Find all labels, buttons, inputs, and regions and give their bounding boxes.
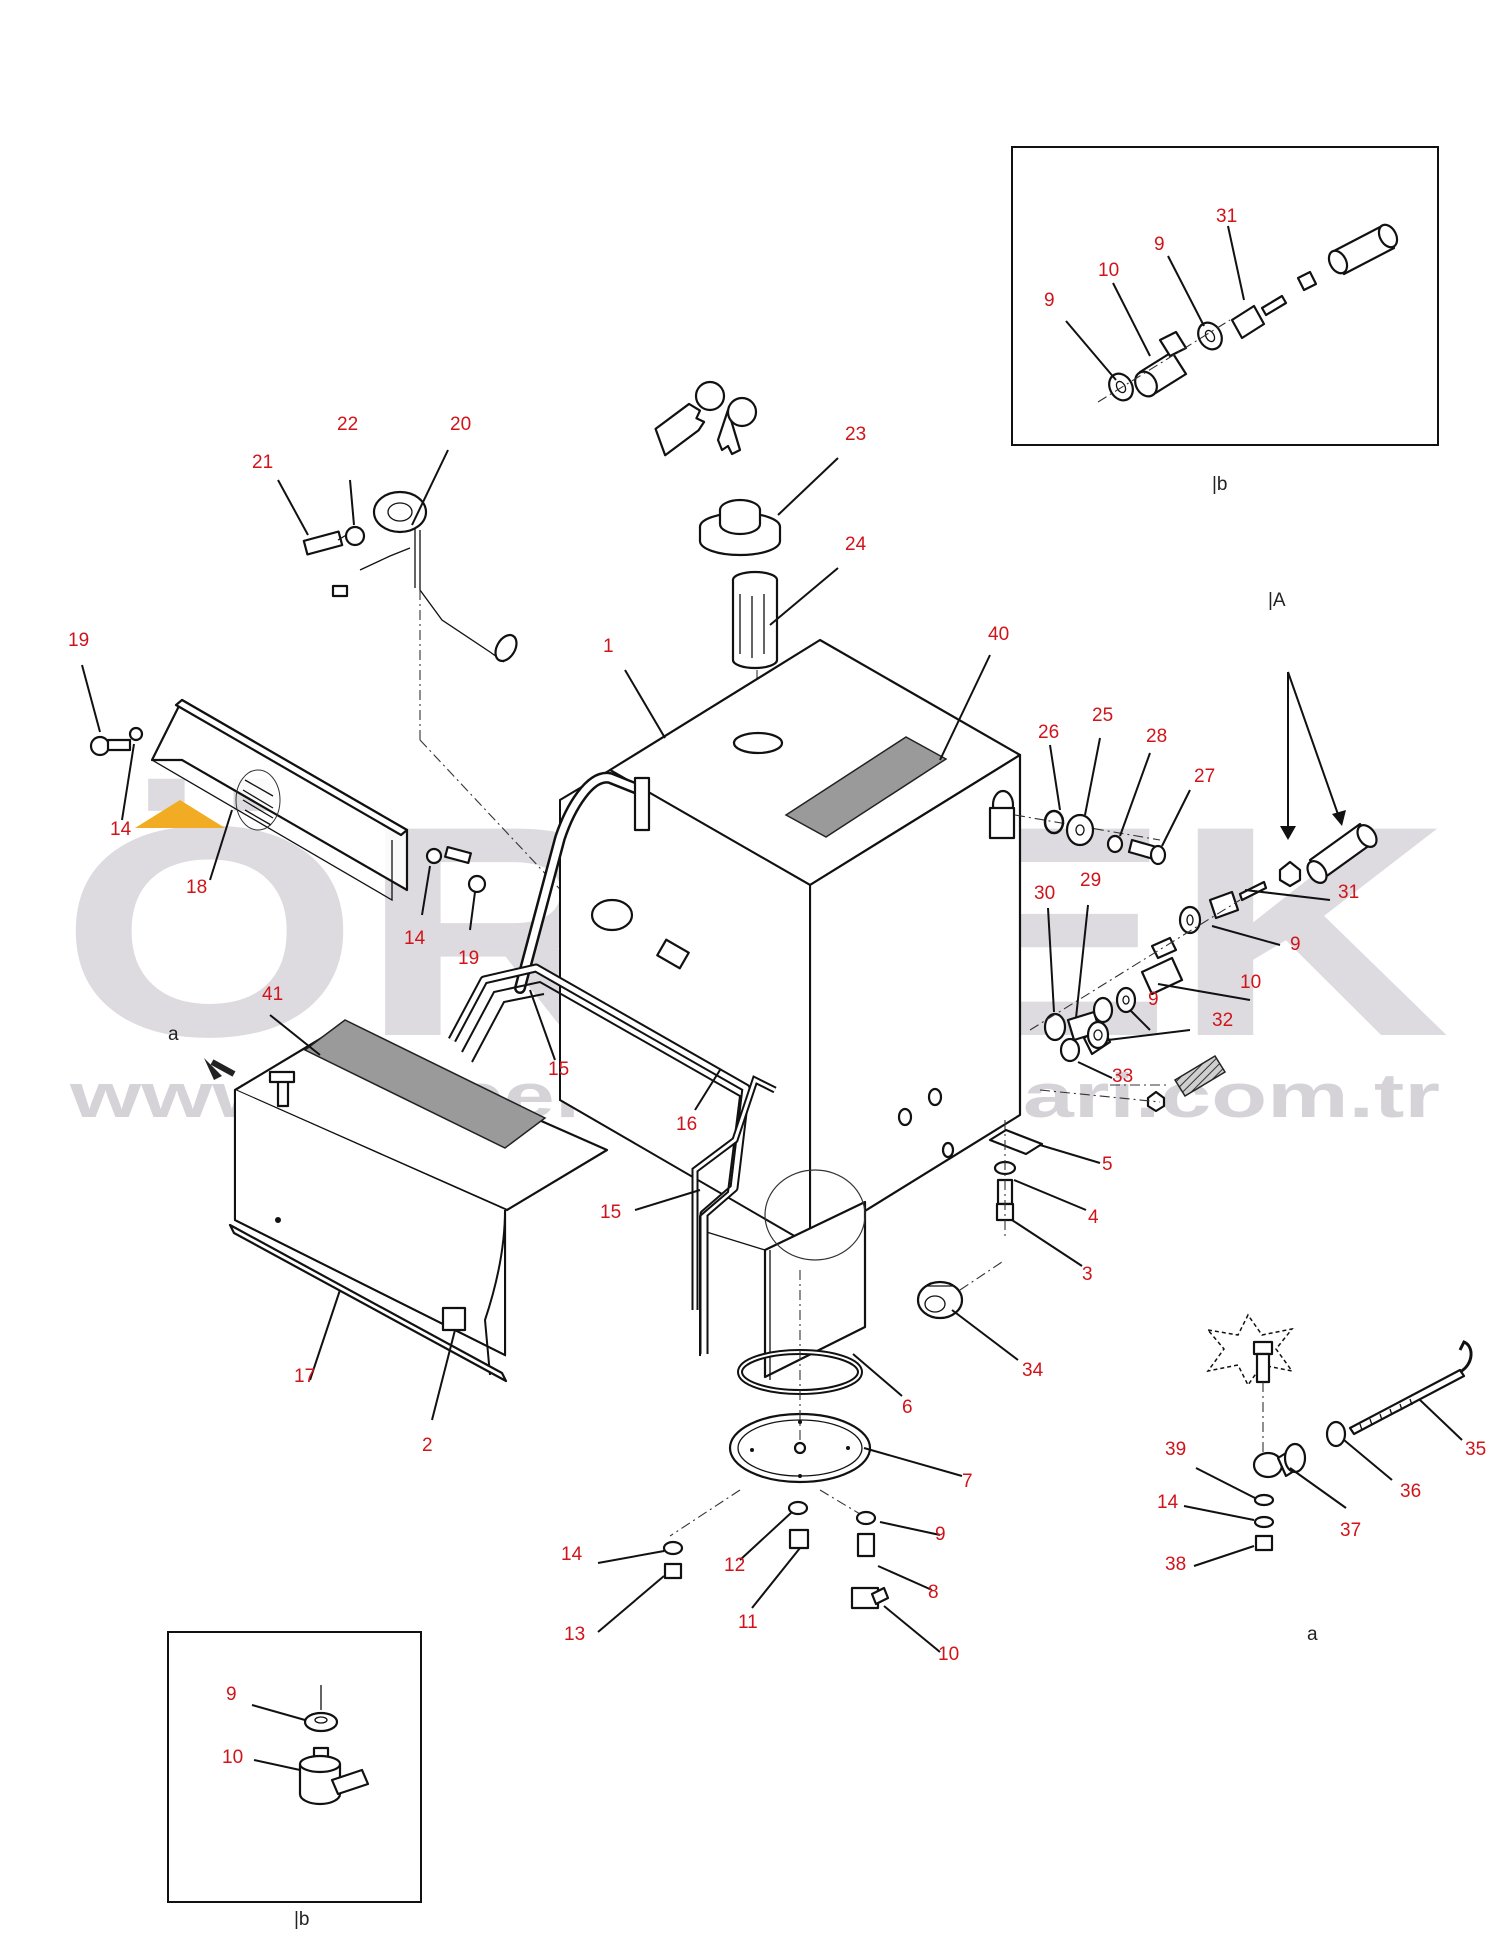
fuel-gauge-sender: 21 22 20 bbox=[252, 414, 571, 901]
inset-b-bottom: 9 10 bbox=[167, 1631, 422, 1903]
callout-16: 16 bbox=[676, 1114, 697, 1135]
drain-fittings: 26 25 28 27 30 29 9 10 9 31 32 33 bbox=[1014, 671, 1378, 1113]
view-label-b: |b bbox=[294, 1909, 310, 1930]
callout-36: 36 bbox=[1400, 1481, 1421, 1502]
callout-19: 19 bbox=[458, 948, 479, 969]
front-cover: 41 17 2 bbox=[204, 984, 609, 1456]
callout-10: 10 bbox=[222, 1747, 243, 1768]
callout-10: 10 bbox=[1240, 972, 1261, 993]
callout-22: 22 bbox=[337, 414, 358, 435]
callout-27: 27 bbox=[1194, 766, 1215, 787]
callout-9: 9 bbox=[1154, 234, 1165, 255]
callout-9: 9 bbox=[1148, 989, 1159, 1010]
callout-15: 15 bbox=[548, 1059, 569, 1080]
callout-4: 4 bbox=[1088, 1207, 1099, 1228]
callout-14: 14 bbox=[561, 1544, 583, 1565]
tank-mounting: 5 4 3 bbox=[988, 1120, 1113, 1285]
callout-29: 29 bbox=[1080, 870, 1101, 891]
callout-41: 41 bbox=[262, 984, 283, 1005]
callout-35: 35 bbox=[1465, 1439, 1486, 1460]
side-cover-panel: 19 14 18 14 19 bbox=[68, 630, 487, 969]
callout-31: 31 bbox=[1216, 206, 1237, 227]
bottom-cover-parts: 6 7 34 14 13 12 11 9 8 10 bbox=[561, 1259, 1044, 1665]
callout-24: 24 bbox=[845, 534, 867, 555]
view-a-arrow-label: a bbox=[168, 1024, 179, 1045]
view-label-A: |A bbox=[1268, 590, 1286, 611]
callout-5: 5 bbox=[1102, 1154, 1113, 1175]
callout-9: 9 bbox=[1044, 290, 1055, 311]
callout-14: 14 bbox=[1157, 1492, 1179, 1513]
callout-9: 9 bbox=[935, 1524, 946, 1545]
callout-6: 6 bbox=[902, 1397, 913, 1418]
callout-37: 37 bbox=[1340, 1520, 1361, 1541]
seal-strips: 15 16 15 bbox=[448, 963, 777, 1356]
callout-40: 40 bbox=[988, 624, 1009, 645]
callout-32: 32 bbox=[1212, 1010, 1233, 1031]
inset-b-top: 9 10 9 31 bbox=[1011, 146, 1439, 446]
callout-8: 8 bbox=[928, 1582, 939, 1603]
callout-12: 12 bbox=[724, 1555, 745, 1576]
callout-38: 38 bbox=[1165, 1554, 1186, 1575]
callout-31: 31 bbox=[1338, 882, 1359, 903]
callout-13: 13 bbox=[564, 1624, 585, 1645]
callout-25: 25 bbox=[1092, 705, 1113, 726]
callout-1: 1 bbox=[603, 636, 614, 657]
callout-28: 28 bbox=[1146, 726, 1167, 747]
callout-11: 11 bbox=[738, 1612, 758, 1633]
fuel-tank: 1 40 bbox=[514, 624, 1022, 1380]
watermark-logo-accent bbox=[135, 800, 225, 828]
callout-20: 20 bbox=[450, 414, 471, 435]
callout-21: 21 bbox=[252, 452, 273, 473]
callout-26: 26 bbox=[1038, 722, 1059, 743]
callout-14: 14 bbox=[404, 928, 426, 949]
callout-7: 7 bbox=[962, 1471, 973, 1492]
callout-30: 30 bbox=[1034, 883, 1055, 904]
callout-34: 34 bbox=[1022, 1360, 1044, 1381]
view-a-detail-label: a bbox=[1307, 1624, 1318, 1645]
callout-33: 33 bbox=[1112, 1066, 1133, 1087]
callout-23: 23 bbox=[845, 424, 866, 445]
callout-10: 10 bbox=[938, 1644, 959, 1665]
callout-17: 17 bbox=[294, 1366, 315, 1387]
callout-15: 15 bbox=[600, 1202, 621, 1223]
callout-10: 10 bbox=[1098, 260, 1119, 281]
callout-9: 9 bbox=[226, 1684, 237, 1705]
callout-9: 9 bbox=[1290, 934, 1301, 955]
detail-a-tie-rod: 39 14 38 37 36 35 bbox=[1157, 1313, 1486, 1575]
callout-18: 18 bbox=[186, 877, 207, 898]
callout-19: 19 bbox=[68, 630, 89, 651]
callout-3: 3 bbox=[1082, 1264, 1093, 1285]
callout-14: 14 bbox=[110, 819, 132, 840]
view-label-b: |b bbox=[1212, 474, 1228, 495]
callout-2: 2 bbox=[422, 1435, 433, 1456]
callout-39: 39 bbox=[1165, 1439, 1186, 1460]
